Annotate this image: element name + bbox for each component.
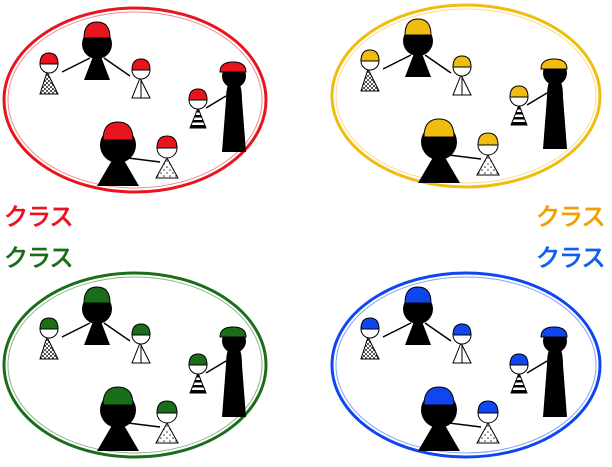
family-orange xyxy=(361,19,567,183)
group-green xyxy=(4,273,266,457)
family-red xyxy=(40,22,246,186)
group-orange xyxy=(332,5,600,187)
class-label-green: クラス xyxy=(4,246,73,270)
class-label-orange: クラス xyxy=(536,205,605,229)
class-label-blue: クラス xyxy=(536,246,605,270)
group-red xyxy=(4,8,266,192)
class-label-red: クラス xyxy=(4,205,73,229)
group-blue xyxy=(332,273,600,457)
family-blue xyxy=(361,287,567,451)
family-green xyxy=(40,287,246,451)
